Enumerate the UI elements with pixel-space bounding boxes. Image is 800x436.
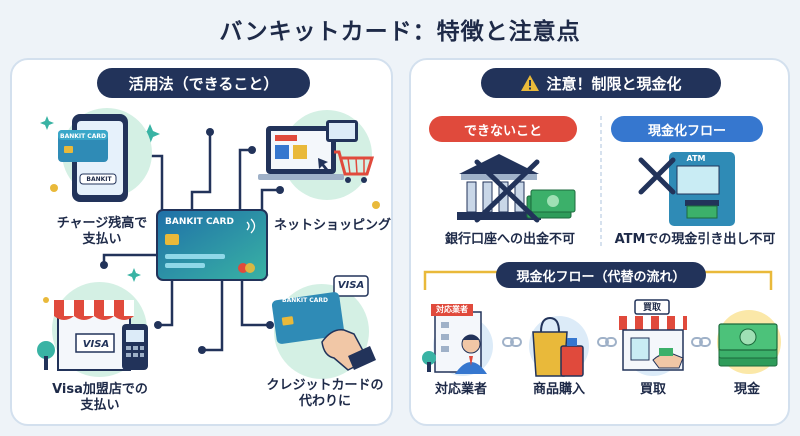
uses-heading: 活用法（できること） <box>97 68 310 98</box>
cautions-heading: 注意！制限と現金化 <box>481 68 721 98</box>
bank-with-cross-icon <box>457 154 576 223</box>
cash-flow-caption: ATMでの現金引き出し不可 <box>614 232 776 247</box>
section-divider <box>600 116 602 246</box>
chain-link-icon <box>691 337 711 347</box>
laptop-shopping-cart-icon <box>258 120 375 183</box>
agent-sign: 対応業者 <box>436 305 468 314</box>
step-cash-label: 現金 <box>733 382 760 397</box>
step-agent-label: 対応業者 <box>434 382 487 397</box>
center-card-brand: BANKIT CARD <box>165 217 234 227</box>
phone-card-text: BANKIT CARD <box>60 133 106 140</box>
buyback-shop-icon <box>619 299 687 371</box>
agent-person-icon <box>422 304 487 374</box>
bankit-card-icon <box>156 209 268 281</box>
item-visa-store-label: Visa加盟店での 支払い <box>52 382 148 413</box>
buyback-sign: 買取 <box>642 303 661 313</box>
item-online-label: ネットショッピング <box>274 218 392 233</box>
visa-badge: VISA <box>337 280 365 291</box>
item-credit-alt-label: クレジットカードの 代わりに <box>266 378 384 409</box>
storefront-terminal-icon <box>37 300 148 371</box>
cash-stack-icon <box>718 323 778 367</box>
atm-with-cross-icon <box>638 152 735 226</box>
chain-link-icon <box>597 337 617 347</box>
cautions-panel: 注意！制限と現金化 できないこと 現金化フロー 銀行口座への出金不可 ATM A… <box>409 58 790 426</box>
hand-holding-card-icon <box>271 275 376 371</box>
item-charge-label: チャージ残高で 支払い <box>56 216 148 247</box>
smartphone-app-icon <box>58 114 128 202</box>
hand-card-text: BANKIT CARD <box>282 297 328 304</box>
atm-text: ATM <box>686 154 706 163</box>
step-purchase-label: 商品購入 <box>532 382 585 397</box>
shopping-bags-icon <box>532 316 584 377</box>
warning-triangle-icon <box>521 75 540 91</box>
cash-flow-tag: 現金化フロー <box>611 116 763 142</box>
uses-heading-text: 活用法（できること） <box>128 74 279 93</box>
uses-panel: 活用法（できること） <box>10 58 393 426</box>
alt-flow-tag: 現金化フロー（代替の流れ） <box>496 262 706 288</box>
store-sign: VISA <box>82 339 110 350</box>
cannot-tag: できないこと <box>429 116 577 142</box>
cautions-heading-text: 注意！制限と現金化 <box>546 74 682 93</box>
cannot-caption: 銀行口座への出金不可 <box>444 232 575 247</box>
page-title: バンキットカード：特徴と注意点 <box>219 19 581 45</box>
phone-app-button: BANKIT <box>86 176 112 183</box>
chain-link-icon <box>502 337 522 347</box>
step-buyback-label: 買取 <box>639 382 666 397</box>
